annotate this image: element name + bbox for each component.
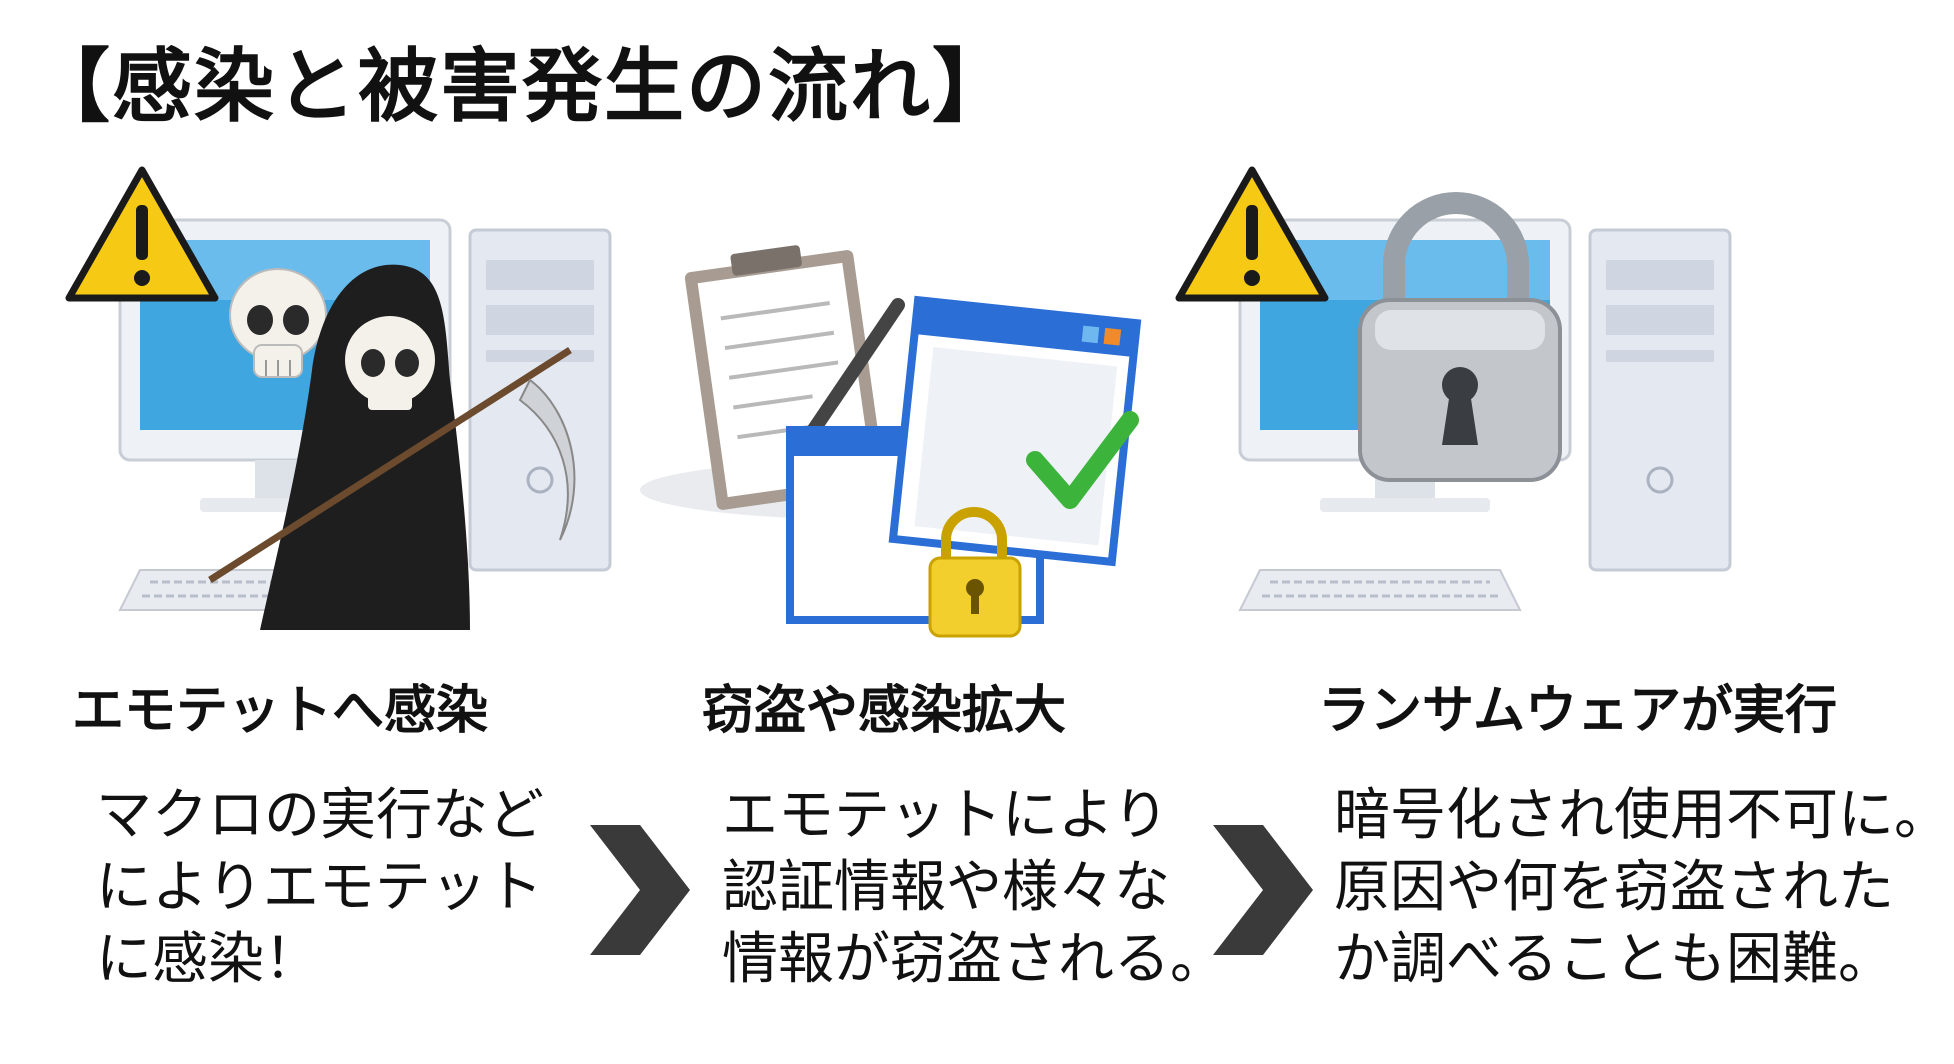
theft-illustration (640, 245, 1142, 638)
silver-padlock-icon (1358, 192, 1562, 482)
step-2-description: エモテットにより 認証情報や様々な 情報が窃盗される。 (722, 780, 1226, 996)
skull-icon (229, 268, 327, 378)
check-icon (1026, 411, 1139, 509)
step-3-description: 暗号化され使用不可に。 原因や何を窃盗された か調べることも困難。 (1334, 780, 1950, 996)
description-line: エモテットにより (722, 783, 1169, 848)
warning-icon (65, 166, 219, 302)
step-2-heading: 窃盗や感染拡大 (702, 681, 1067, 741)
description-line: に感染！ (96, 927, 320, 992)
pc-tower-icon (1588, 228, 1732, 572)
flow-arrow-icon (1213, 825, 1313, 955)
locked-pc-illustration (1175, 166, 1732, 611)
step-3-heading: ランサムウェアが実行 (1318, 681, 1837, 741)
description-line: 認証情報や様々な (722, 855, 1170, 920)
description-line: か調べることも困難。 (1334, 927, 1894, 992)
grim-reaper-icon (208, 264, 576, 630)
browser-window-icon (888, 295, 1142, 567)
step-1-description: マクロの実行など によりエモテット に感染！ (96, 780, 544, 996)
description-line: 原因や何を窃盗された (1334, 855, 1894, 920)
description-line: マクロの実行など (96, 783, 544, 848)
description-line: 情報が窃盗される。 (722, 927, 1226, 992)
step-1-heading: エモテットへ感染 (72, 681, 489, 741)
infected-pc-illustration (65, 166, 612, 630)
padlock-icon (928, 507, 1022, 638)
description-line: によりエモテット (96, 855, 543, 920)
description-line: 暗号化され使用不可に。 (1334, 783, 1950, 848)
flow-arrow-icon (590, 825, 690, 955)
keyboard-icon (1238, 569, 1522, 611)
warning-icon (1175, 166, 1329, 302)
page-title: 【感染と被害発生の流れ】 (30, 40, 1014, 133)
